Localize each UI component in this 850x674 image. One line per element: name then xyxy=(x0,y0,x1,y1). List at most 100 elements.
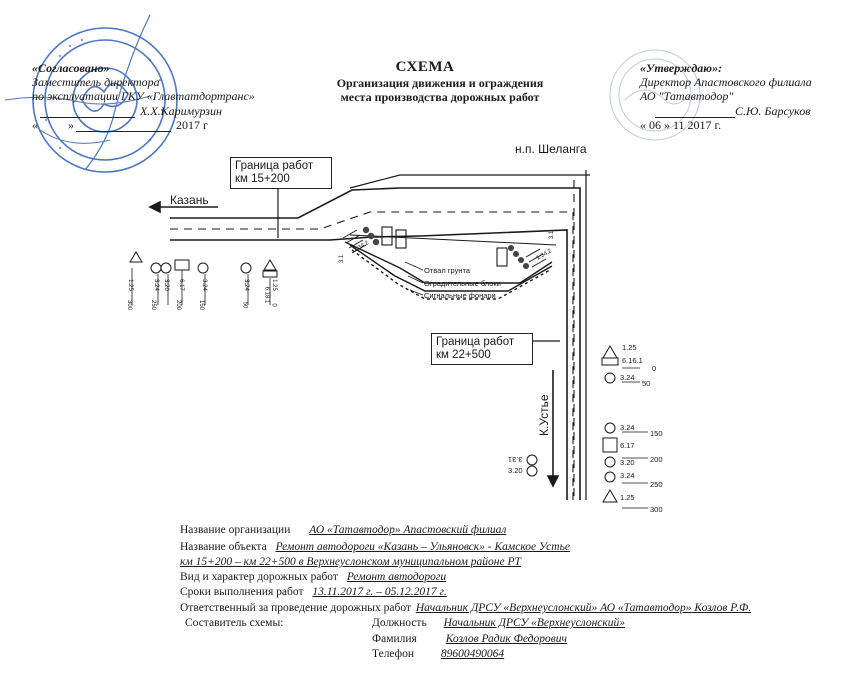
warning-sign-1-25-icon xyxy=(129,251,143,263)
boundary-start-line2: км 15+200 xyxy=(235,173,290,185)
right-sign-7-code: 1.25 xyxy=(620,493,635,502)
scheme-subtitle-line1: Организация движения и ограждения xyxy=(336,76,544,90)
sign-1-distance: 300 xyxy=(126,299,133,311)
legend-dump: Отвал грунта xyxy=(424,266,471,275)
compiler-label: Составитель схемы: xyxy=(185,617,284,629)
official-seal-stamp xyxy=(4,14,178,173)
right-sign-3-code: 3.24 xyxy=(620,423,635,432)
footer-period-row: Сроки выполнения работ 13.11.2017 г. – 0… xyxy=(180,585,447,599)
sign-6-distance: 50 xyxy=(241,301,248,309)
right-sign-7-distance: 300 xyxy=(650,505,663,514)
right-sign-4-code: 6.17 xyxy=(620,441,635,450)
object-value-line2: км 15+200 – км 22+500 в Верхнеуслонском … xyxy=(180,556,521,568)
approved-heading: «Утверждаю»: xyxy=(640,61,723,75)
right-sign-4-distance: 200 xyxy=(650,455,663,464)
compiler-position-row: Должность Начальник ДРСУ «Верхнеуслонски… xyxy=(372,616,625,630)
sign-4-code: 6.17 xyxy=(177,279,184,291)
right-sign-6-distance: 250 xyxy=(650,480,663,489)
bypass-dump xyxy=(344,241,553,284)
agreed-date-year: 2017 г xyxy=(176,118,208,132)
signature-stamp-faint xyxy=(609,49,701,141)
sign-7-code2: 6.18.1 xyxy=(263,286,270,304)
barrier-hatch-right xyxy=(525,248,547,268)
right-sign-3-distance: 150 xyxy=(650,429,663,438)
approved-position-line2: АО "Татавтодор" xyxy=(640,89,734,103)
work-label: Вид и характер дорожных работ xyxy=(180,571,338,583)
sign-7-distance: 0 xyxy=(270,303,277,307)
sign-2-code: 3.24 xyxy=(152,279,159,291)
traffic-scheme-drawing xyxy=(129,170,648,509)
responsible-value: Начальник ДРСУ «Верхнеуслонский» АО «Тат… xyxy=(415,602,752,614)
scheme-title: СХЕМА xyxy=(395,59,455,75)
sign-7-code: 1.25 xyxy=(270,279,277,291)
position-value: Начальник ДРСУ «Верхнеуслонский» xyxy=(443,617,626,629)
period-label: Сроки выполнения работ xyxy=(180,586,304,598)
surname-label: Фамилия xyxy=(372,633,417,645)
footer-org-row: Название организации АО «Татавтодор» Апа… xyxy=(180,523,506,537)
agreed-signature-line xyxy=(40,117,135,118)
approved-date: « 06 » 11 2017 г. xyxy=(640,118,722,132)
agreed-signer-name: Х.Х.Каримурзин xyxy=(140,104,222,118)
speed-limit-sign-icon xyxy=(150,262,162,274)
boundary-start-box: Граница работ км 15+200 xyxy=(230,157,332,189)
phone-value: 89600490064 xyxy=(440,648,505,660)
legend-barriers: Оградительные блоки xyxy=(424,279,501,288)
right-sign-5-code: 3.20 xyxy=(620,458,635,467)
surname-value: Козлов Радик Федорович xyxy=(445,633,567,645)
approved-signer-name: С.Ю. Барсуков xyxy=(735,104,811,118)
left-lower-code-b: 3.20 xyxy=(508,466,523,475)
agreed-heading: «Согласовано» xyxy=(32,61,110,75)
phone-label: Телефон xyxy=(372,648,415,660)
object-label: Название объекта xyxy=(180,541,267,553)
sign-1-code: 1.25 xyxy=(126,279,133,291)
agreed-position-line2: по эксплуатации ГКУ «Главтатдортранс» xyxy=(32,89,255,103)
footer-responsible-row: Ответственный за проведение дорожных раб… xyxy=(180,601,751,615)
right-sign-1-code2: 6.16.1 xyxy=(622,356,643,365)
agreed-date-quote-close: » xyxy=(68,118,74,132)
road-edge-outer xyxy=(170,187,581,500)
period-value: 13.11.2017 г. – 05.12.2017 г. xyxy=(312,586,447,598)
left-lower-code-a: 3.31 xyxy=(508,455,523,464)
org-label: Название организации xyxy=(180,524,291,536)
right-sign-1-code: 1.25 xyxy=(622,343,637,352)
object-value-line1: Ремонт автодороги «Казань – Ульяновск» -… xyxy=(275,541,570,553)
left-lower-sign-icon xyxy=(526,454,538,466)
right-warning-sign-icon xyxy=(602,345,618,359)
right-sign-1-distance: 0 xyxy=(652,364,657,373)
sign-6-code: 3.24 xyxy=(242,279,249,291)
sign-2-distance: 250 xyxy=(150,299,157,311)
approved-position-line1: Директор Апастовского филиала xyxy=(640,75,812,89)
agreed-position-line1: Заместитель директора xyxy=(32,75,160,89)
sign-4-distance: 200 xyxy=(175,299,182,311)
right-sign-6-code: 3.24 xyxy=(620,471,635,480)
work-value: Ремонт автодороги xyxy=(346,571,447,583)
footer-work-row: Вид и характер дорожных работ Ремонт авт… xyxy=(180,570,446,584)
responsible-label: Ответственный за проведение дорожных раб… xyxy=(180,602,411,614)
boundary-end-line1: Граница работ xyxy=(436,336,515,348)
sign-5-code: 3.24 xyxy=(200,279,207,291)
boundary-end-box: Граница работ км 22+500 xyxy=(431,333,533,365)
boundary-start-line1: Граница работ xyxy=(235,160,314,172)
direction-k-uste-label: К.Устье xyxy=(537,394,551,436)
work-zone-code-left-b: 3.1 xyxy=(339,254,346,264)
scheme-subtitle-line2: места производства дорожных работ xyxy=(340,90,540,104)
barrier-hatch-left xyxy=(342,229,367,254)
agreed-date-quote-open: « xyxy=(32,118,38,132)
approved-signature-line xyxy=(655,117,735,118)
sign-5-distance: 150 xyxy=(198,299,205,311)
direction-kazan-label: Казань xyxy=(170,193,209,207)
legend-lights: Сигнальные фонари xyxy=(424,291,496,300)
compiler-surname-row: Фамилия Козлов Радик Федорович xyxy=(372,632,567,646)
boundary-end-line2: км 22+500 xyxy=(436,349,491,361)
agreed-date-line xyxy=(76,131,171,132)
work-zone-code-right-a: 3.1 xyxy=(549,230,556,240)
sign-3-code: 3.20 xyxy=(162,279,169,291)
settlement-label: н.п. Шеланга xyxy=(515,142,587,156)
compiler-phone-row: Телефон 89600490064 xyxy=(372,647,504,661)
footer-object-row: Название объекта Ремонт автодороги «Каза… xyxy=(180,540,570,554)
right-sign-2-distance: 50 xyxy=(642,379,651,388)
org-value: АО «Татавтодор» Апастовский филиал xyxy=(309,524,507,536)
position-label: Должность xyxy=(372,617,427,629)
right-sign-2-code: 3.24 xyxy=(620,373,635,382)
